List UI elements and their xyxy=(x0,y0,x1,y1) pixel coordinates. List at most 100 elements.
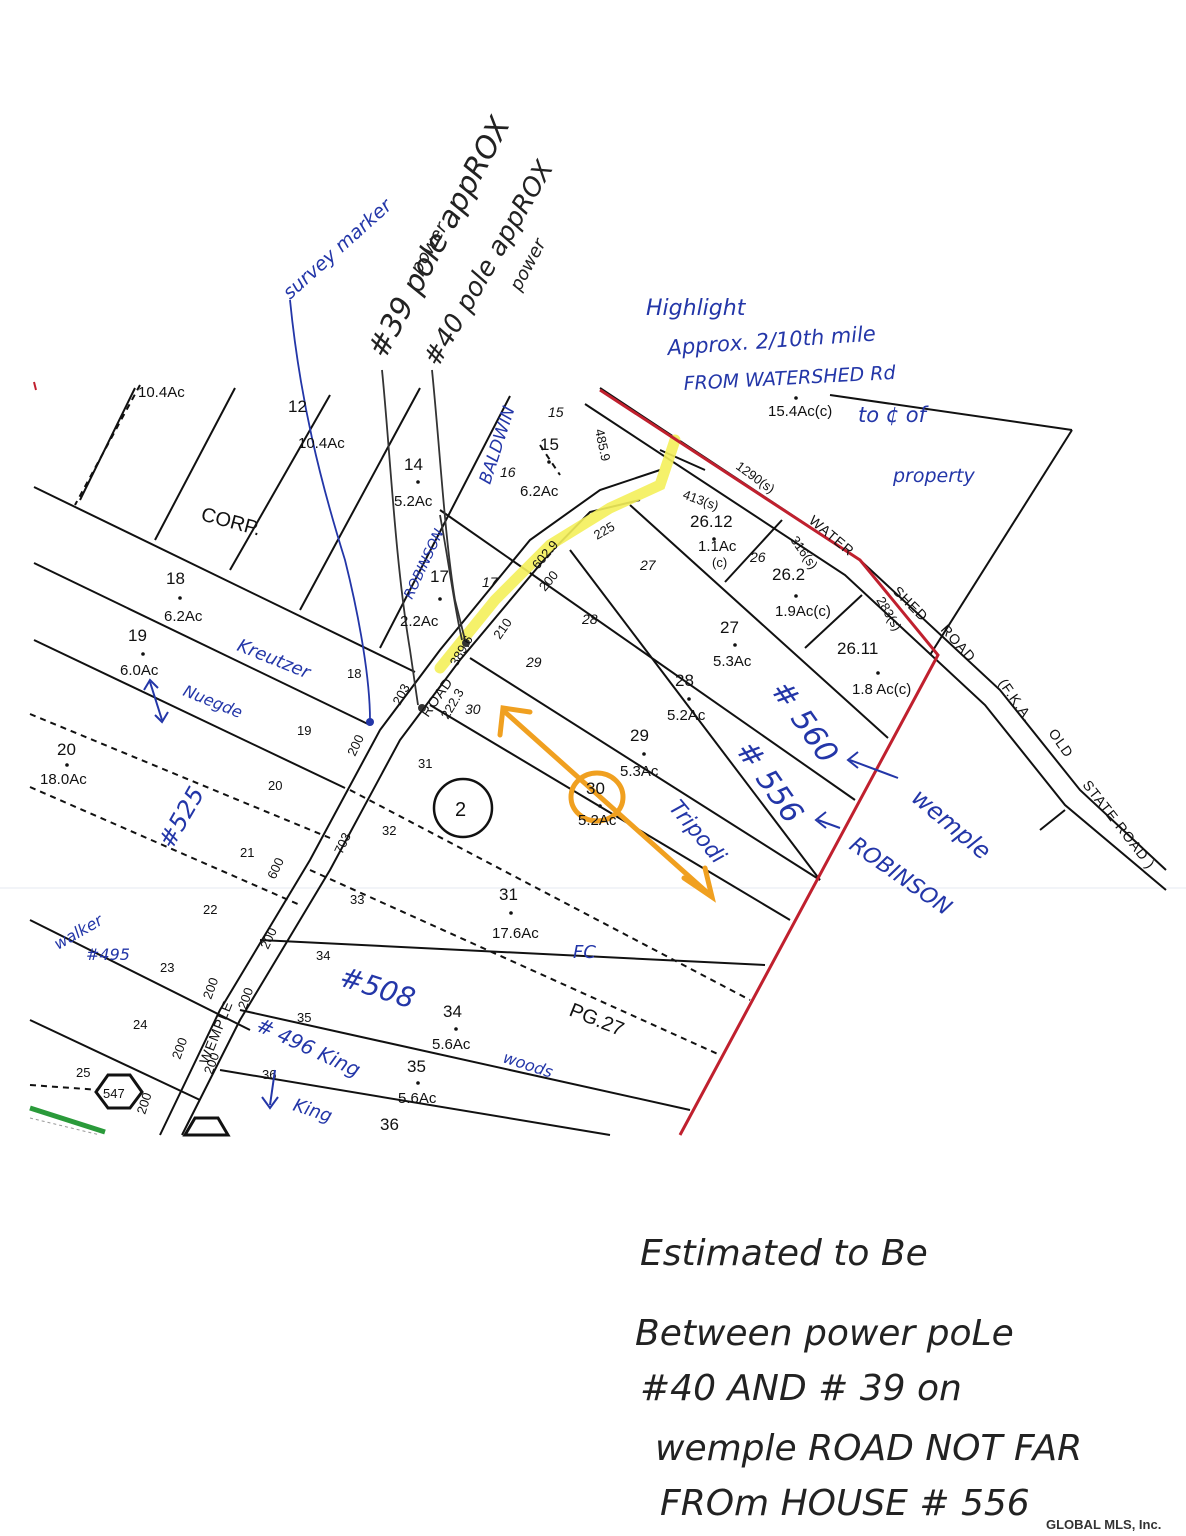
lot-17-acres: 2.2Ac xyxy=(400,613,439,630)
svg-text:30: 30 xyxy=(465,701,481,717)
fc-note: FC xyxy=(573,942,596,963)
lot-20-acres: 18.0Ac xyxy=(40,771,87,788)
highlight-note-4: to ¢ of xyxy=(858,403,930,427)
lot-35-number: 35 xyxy=(407,1057,426,1076)
lot-26-12-number: 26.12 xyxy=(690,512,733,531)
route-shield: 547 xyxy=(94,1073,231,1137)
svg-text:29: 29 xyxy=(525,654,542,670)
no525-note: #525 xyxy=(153,782,210,853)
edge-mark xyxy=(33,381,37,391)
svg-text:33: 33 xyxy=(350,892,364,907)
water-shed-label-5: OLD xyxy=(1046,726,1077,761)
lot-30-acres: 5.2Ac xyxy=(578,812,617,829)
lot-18-acres: 6.2Ac xyxy=(164,608,203,625)
highlight-note-1: Highlight xyxy=(646,296,747,321)
lot-27-number: 27 xyxy=(720,618,739,637)
svg-text:200: 200 xyxy=(201,1051,223,1077)
lot-12-acres: 10.4Ac xyxy=(298,435,345,452)
corp-label: CORP. xyxy=(199,504,263,541)
note-line-1: Estimated to Be xyxy=(640,1233,928,1274)
svg-text:703: 703 xyxy=(331,830,354,856)
credit-watermark: GLOBAL MLS, Inc. xyxy=(1046,1517,1161,1532)
highlight-note-5: property xyxy=(892,465,976,487)
water-shed-label-6: STATE ROAD ) xyxy=(1080,777,1159,872)
svg-text:200: 200 xyxy=(200,976,222,1002)
lot-31-acres: 17.6Ac xyxy=(492,925,539,942)
lot-28-number: 28 xyxy=(675,671,694,690)
lot-dots xyxy=(65,396,880,1085)
survey-marker-note: survey marker xyxy=(279,194,397,304)
water-shed-label-3: ROAD xyxy=(938,621,980,665)
svg-text:200: 200 xyxy=(235,986,257,1012)
svg-text:23: 23 xyxy=(160,960,174,975)
lot-35-acres: 5.6Ac xyxy=(398,1090,437,1107)
svg-text:15: 15 xyxy=(548,404,564,420)
highlight-note-2: Approx. 2/10th mile xyxy=(665,321,877,360)
wemple-note: wemple xyxy=(906,783,996,865)
lot-19-number: 19 xyxy=(128,626,147,645)
highlight-stroke xyxy=(434,434,681,674)
nuegde-note: Nuegde xyxy=(181,681,246,722)
lot-28-acres: 5.2Ac xyxy=(667,707,706,724)
kreutzer-note: Kreutzer xyxy=(234,635,314,684)
lot-34-acres: 5.6Ac xyxy=(432,1036,471,1053)
svg-text:485.9: 485.9 xyxy=(592,428,613,463)
svg-text:24: 24 xyxy=(133,1017,147,1032)
lot-20-number: 20 xyxy=(57,740,76,759)
green-boundary xyxy=(29,1105,106,1136)
section-number: 2 xyxy=(455,799,466,821)
lot-30-number: 30 xyxy=(586,779,605,798)
note-line-5: FROm HOUSE # 556 xyxy=(660,1483,1030,1524)
lot-14-acres: 5.2Ac xyxy=(394,493,433,510)
svg-text:18: 18 xyxy=(347,666,361,681)
svg-text:600: 600 xyxy=(264,855,287,881)
lot-15-acres: 6.2Ac xyxy=(520,483,559,500)
lot-12-number: 12 xyxy=(288,397,307,416)
lot-26-11-acres: 1.8 Ac(c) xyxy=(852,681,911,698)
svg-text:20: 20 xyxy=(268,778,282,793)
note-line-2: Between power poLe xyxy=(635,1313,1014,1354)
svg-text:25: 25 xyxy=(76,1065,90,1080)
section-circle: 2 xyxy=(432,777,494,839)
svg-text:203: 203 xyxy=(389,681,412,707)
robinson-note: ROBINSON xyxy=(845,832,956,920)
no495-note: #495 xyxy=(86,945,130,964)
water-shed-label-4: (F.K.A. xyxy=(996,676,1037,725)
lot-10-acres: 10.4Ac xyxy=(138,384,185,401)
lot-17-number: 17 xyxy=(430,567,449,586)
estimate-note: Estimated to Be Between power poLe #40 A… xyxy=(635,1233,1082,1524)
pointer-lines xyxy=(289,299,466,721)
lot-15-4-acres: 15.4Ac(c) xyxy=(768,403,832,420)
lot-26-12-acres: 1.1Ac xyxy=(698,538,737,555)
lot-26-11-number: 26.11 xyxy=(837,639,878,658)
robinson-road-note: ROBINSON xyxy=(401,526,448,602)
lot-26-2-number: 26.2 xyxy=(772,565,805,584)
svg-text:22: 22 xyxy=(203,902,217,917)
svg-text:27: 27 xyxy=(639,557,657,573)
property-line xyxy=(599,388,940,1136)
svg-text:28: 28 xyxy=(581,611,598,627)
lot-26-2-acres: 1.9Ac(c) xyxy=(775,603,831,620)
route-shield-number: 547 xyxy=(103,1086,125,1101)
lot-36-number: 36 xyxy=(380,1115,399,1134)
svg-text:16: 16 xyxy=(500,464,516,480)
svg-text:31: 31 xyxy=(418,756,432,771)
svg-text:200: 200 xyxy=(169,1036,191,1062)
svg-text:413(s): 413(s) xyxy=(681,487,721,514)
no556-note: # 556 xyxy=(728,735,809,830)
lot-31-number: 31 xyxy=(499,885,518,904)
lot-27-acres: 5.3Ac xyxy=(713,653,752,670)
highlight-note-3: FROM WATERSHED Rd xyxy=(683,362,897,395)
lot-19-acres: 6.0Ac xyxy=(120,662,159,679)
lot-26-12-c: (c) xyxy=(712,555,727,570)
svg-text:34: 34 xyxy=(316,948,330,963)
svg-text:200: 200 xyxy=(257,925,280,951)
lot-29-acres: 5.3Ac xyxy=(620,763,659,780)
woods-note: woods xyxy=(501,1048,556,1082)
lot-18-number: 18 xyxy=(166,569,185,588)
svg-text:26: 26 xyxy=(749,549,766,565)
lot-14-number: 14 xyxy=(404,455,423,474)
small-lot-numbers: 15 16 17 18 19 20 21 22 23 24 25 26 27 2… xyxy=(76,404,766,1082)
lot-34-number: 34 xyxy=(443,1002,462,1021)
